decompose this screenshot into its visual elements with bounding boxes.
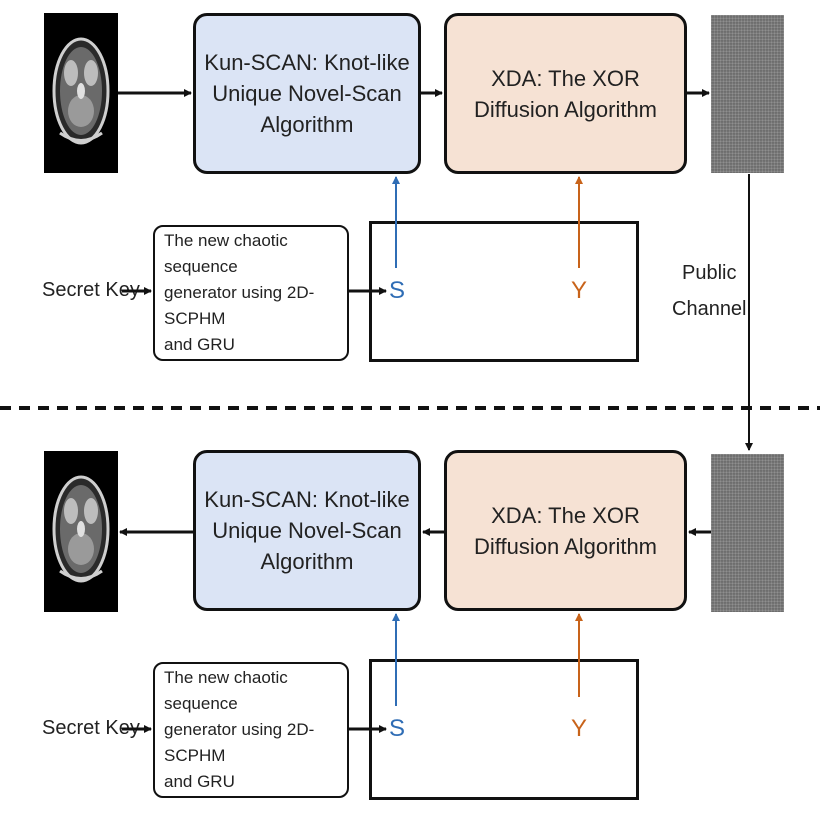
encrypt-sequence-generator-box: The new chaotic sequence generator using… <box>153 225 349 361</box>
public-channel-label: Public Channel <box>672 255 747 327</box>
scan-line-1: Kun-SCAN: Knot-like <box>204 50 410 75</box>
public-channel-line-1: Public <box>682 262 737 284</box>
decrypted-mri-image <box>44 451 118 612</box>
gen-line-1: The new chaotic sequence <box>164 668 288 713</box>
secret-key-label: Secret Key <box>42 279 140 301</box>
xda-line-1: XDA: The XOR <box>491 502 640 528</box>
scan-line-2: Unique Novel-Scan <box>212 518 402 543</box>
public-channel-line-2: Channel <box>672 298 747 320</box>
scan-line-3: Algorithm <box>260 549 354 574</box>
decrypt-xda-box: XDA: The XOR Diffusion Algorithm <box>444 450 687 611</box>
encrypt-kun-scan-box: Kun-SCAN: Knot-like Unique Novel-Scan Al… <box>193 13 421 174</box>
xda-line-1: XDA: The XOR <box>491 65 640 91</box>
decrypt-kun-scan-box: Kun-SCAN: Knot-like Unique Novel-Scan Al… <box>193 450 421 611</box>
scan-line-1: Kun-SCAN: Knot-like <box>204 487 410 512</box>
encrypt-seq-s: S <box>389 277 406 304</box>
cipher-image-encrypt <box>711 15 784 173</box>
xda-line-2: Diffusion Algorithm <box>473 533 657 559</box>
gen-line-2: generator using 2D-SCPHM <box>164 283 315 328</box>
secret-key-label: Secret Key <box>42 717 140 739</box>
plain-mri-image <box>44 13 118 173</box>
gen-line-2: generator using 2D-SCPHM <box>164 720 315 765</box>
decrypt-sequence-generator-box: The new chaotic sequence generator using… <box>153 662 349 798</box>
encrypt-xda-box: XDA: The XOR Diffusion Algorithm <box>444 13 687 174</box>
gen-line-1: The new chaotic sequence <box>164 231 288 276</box>
scan-line-2: Unique Novel-Scan <box>212 81 402 106</box>
cipher-image-decrypt <box>711 454 784 612</box>
gen-line-3: and GRU <box>164 335 235 354</box>
gen-line-3: and GRU <box>164 772 235 791</box>
scan-line-3: Algorithm <box>260 112 354 137</box>
encrypt-sequence-box <box>369 221 639 362</box>
decrypt-seq-y: Y <box>571 715 588 742</box>
xda-line-2: Diffusion Algorithm <box>473 96 657 122</box>
decrypt-seq-s: S <box>389 715 406 742</box>
encrypt-seq-y: Y <box>571 277 588 304</box>
